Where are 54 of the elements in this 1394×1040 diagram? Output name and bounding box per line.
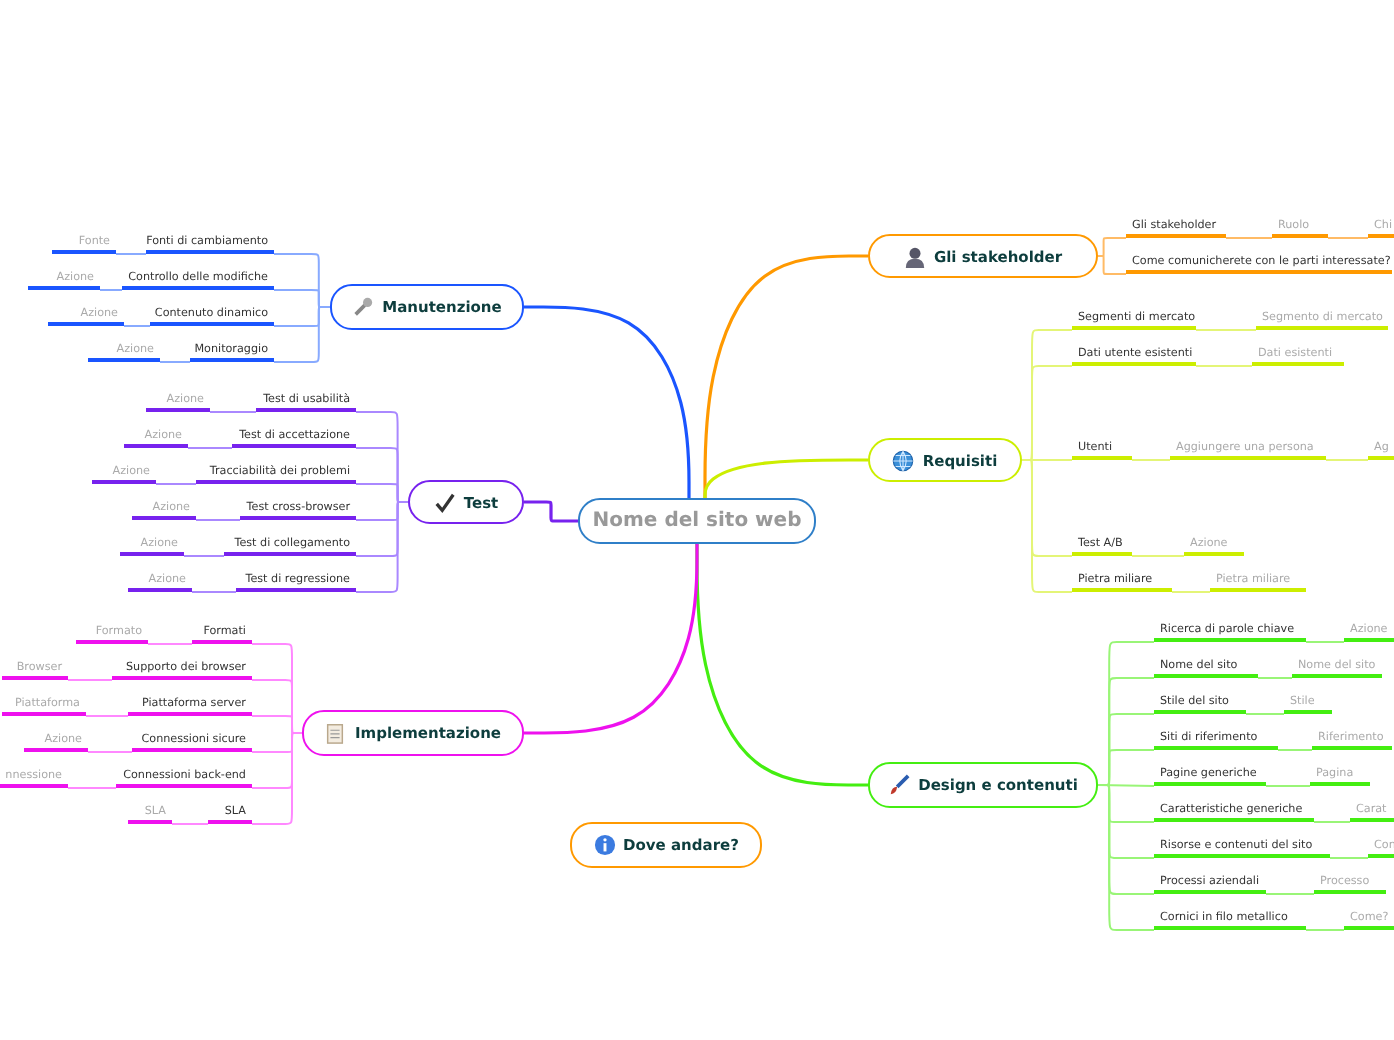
topic-box [408,480,524,524]
topic-box [868,762,1098,808]
branch-line [1327,237,1369,239]
branch-line [1325,459,1369,461]
branch-line [183,555,225,557]
branch-line [524,500,578,523]
branch-line [524,544,699,735]
branch-line [524,305,691,498]
branch-line [1131,555,1185,557]
branch-line [195,519,241,521]
branch-line [1305,641,1345,643]
branch-line [273,306,331,363]
branch-line [1305,929,1345,931]
branch-line [147,643,193,645]
branch-line [115,253,147,255]
topic-box [868,438,1022,482]
topic-title: Nome del sito web [592,510,802,532]
branch-line [355,501,409,593]
branch-line [171,823,209,825]
branch-line [1021,459,1073,593]
branch-line [209,411,257,413]
branch-line [1171,591,1211,593]
branch-line [1195,365,1253,367]
branch-line [1265,893,1315,895]
branch-line [1265,785,1311,787]
branch-line [1097,784,1155,931]
branch-line [1245,713,1285,715]
branch-line [85,715,129,717]
branch-line [703,458,868,498]
branch-line [1257,677,1293,679]
branch-line [1313,821,1351,823]
branch-line [159,361,191,363]
branch-line [251,732,303,825]
branch-line [703,254,868,498]
central-topic [578,498,816,544]
branch-line [67,679,113,681]
branch-line [155,483,197,485]
branch-line [123,325,151,327]
topic-box [302,710,524,756]
branch-line [1097,255,1127,275]
branch-line [1277,749,1313,751]
branch-line [1329,857,1369,859]
branch-line [1097,237,1127,257]
topic-box [868,234,1098,278]
branch-line [187,447,233,449]
branch-line [1225,237,1273,239]
topic-box [330,284,524,330]
topic-box [570,822,762,868]
branch-line [67,787,117,789]
branch-line [191,591,237,593]
branch-line [87,751,133,753]
branch-line [99,289,123,291]
branch-line [1195,329,1257,331]
branch-line [1131,459,1171,461]
